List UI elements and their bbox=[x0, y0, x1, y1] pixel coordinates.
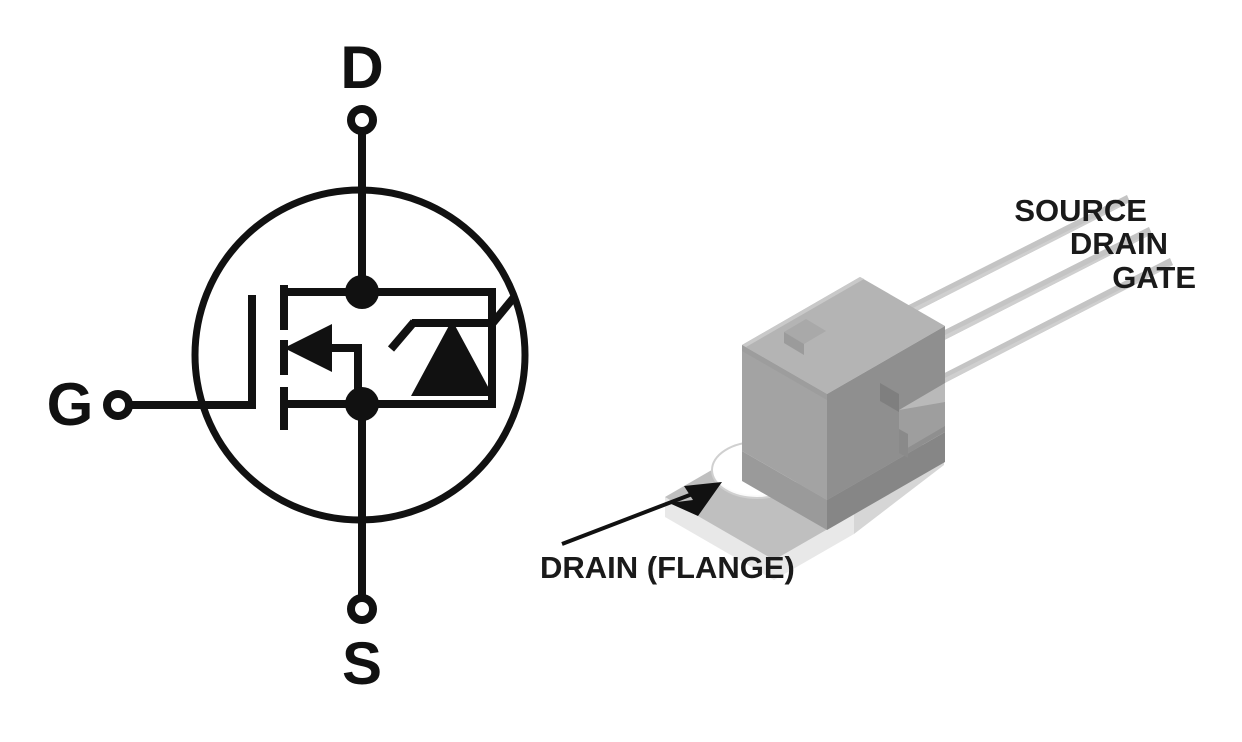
zener-cathode-left-bend bbox=[387, 319, 418, 352]
gate-terminal-label: G bbox=[47, 371, 94, 438]
package-body bbox=[742, 277, 945, 530]
package-top-face bbox=[742, 277, 945, 394]
drain-flange-arrow bbox=[561, 482, 722, 546]
gate-terminal-circle[interactable] bbox=[103, 390, 133, 420]
source-lead bbox=[889, 195, 1130, 320]
gate-pin-label: GATE bbox=[1112, 260, 1196, 295]
drain-pin-label: DRAIN bbox=[1070, 226, 1168, 261]
source-pin-label: SOURCE bbox=[1014, 193, 1147, 228]
drain-terminal-circle[interactable] bbox=[347, 105, 377, 135]
body-diode-triangle bbox=[411, 320, 493, 396]
zener-cathode-right-bend bbox=[488, 293, 519, 327]
source-junction-dot bbox=[345, 387, 379, 421]
gate-lead bbox=[921, 258, 1173, 390]
source-terminal-label: S bbox=[342, 630, 382, 697]
bulk-arrow bbox=[284, 324, 332, 372]
drain-junction-dot bbox=[345, 275, 379, 309]
package-right-face bbox=[827, 326, 945, 500]
source-terminal-circle[interactable] bbox=[347, 594, 377, 624]
drain-terminal-label: D bbox=[340, 34, 383, 101]
drain-lead bbox=[905, 227, 1152, 355]
drain-flange-callout-label: DRAIN (FLANGE) bbox=[540, 550, 795, 585]
